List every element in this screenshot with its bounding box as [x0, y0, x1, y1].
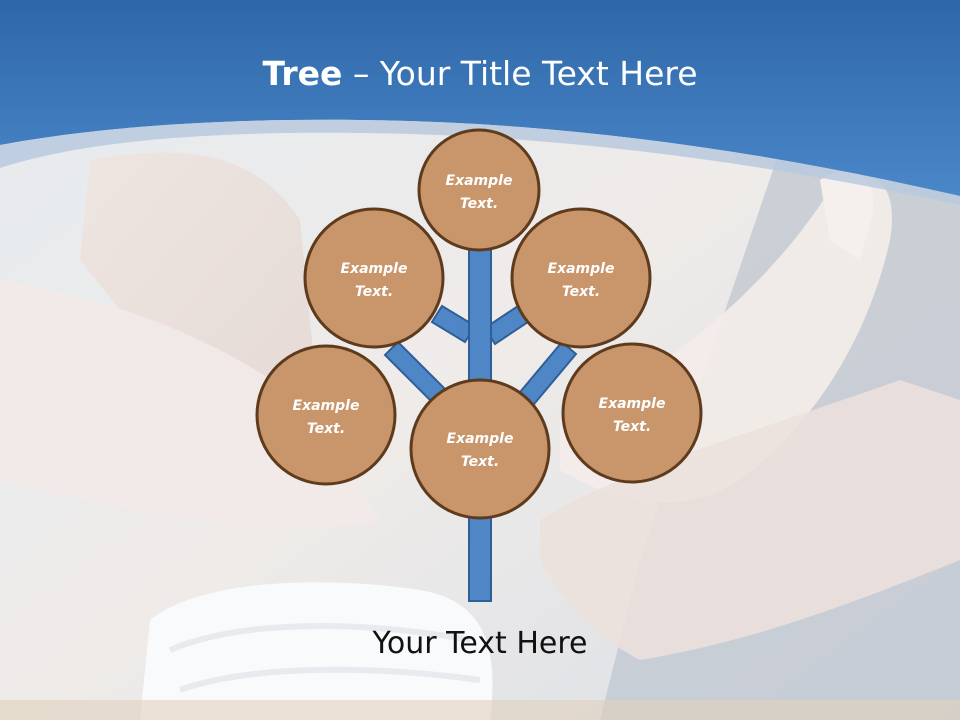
- tree-node: Example Text.: [303, 207, 445, 349]
- node-label-line2: Text.: [613, 419, 651, 435]
- node-label-line2: Text.: [355, 284, 393, 300]
- tree-node: Example Text.: [255, 344, 397, 486]
- node-label-line1: Example: [293, 398, 360, 414]
- tree-node: Example Text.: [417, 128, 541, 252]
- node-label-line1: Example: [599, 396, 666, 412]
- slide-caption: Your Text Here: [372, 626, 588, 661]
- title-rest-part: – Your Title Text Here: [342, 54, 698, 93]
- node-label-line1: Example: [447, 431, 514, 447]
- tree-node: Example Text.: [510, 207, 652, 349]
- node-label-line1: Example: [341, 261, 408, 277]
- tree-node: Example Text.: [561, 342, 703, 484]
- node-label-line2: Text.: [460, 196, 498, 212]
- node-label-line1: Example: [548, 261, 615, 277]
- node-label-line2: Text.: [562, 284, 600, 300]
- title-bold-part: Tree: [262, 54, 343, 93]
- node-label-line2: Text.: [461, 454, 499, 470]
- tree-node: Example Text.: [409, 378, 551, 520]
- slide-title: Tree – Your Title Text Here: [0, 52, 960, 96]
- node-label-line2: Text.: [307, 421, 345, 437]
- node-label-line1: Example: [446, 173, 513, 189]
